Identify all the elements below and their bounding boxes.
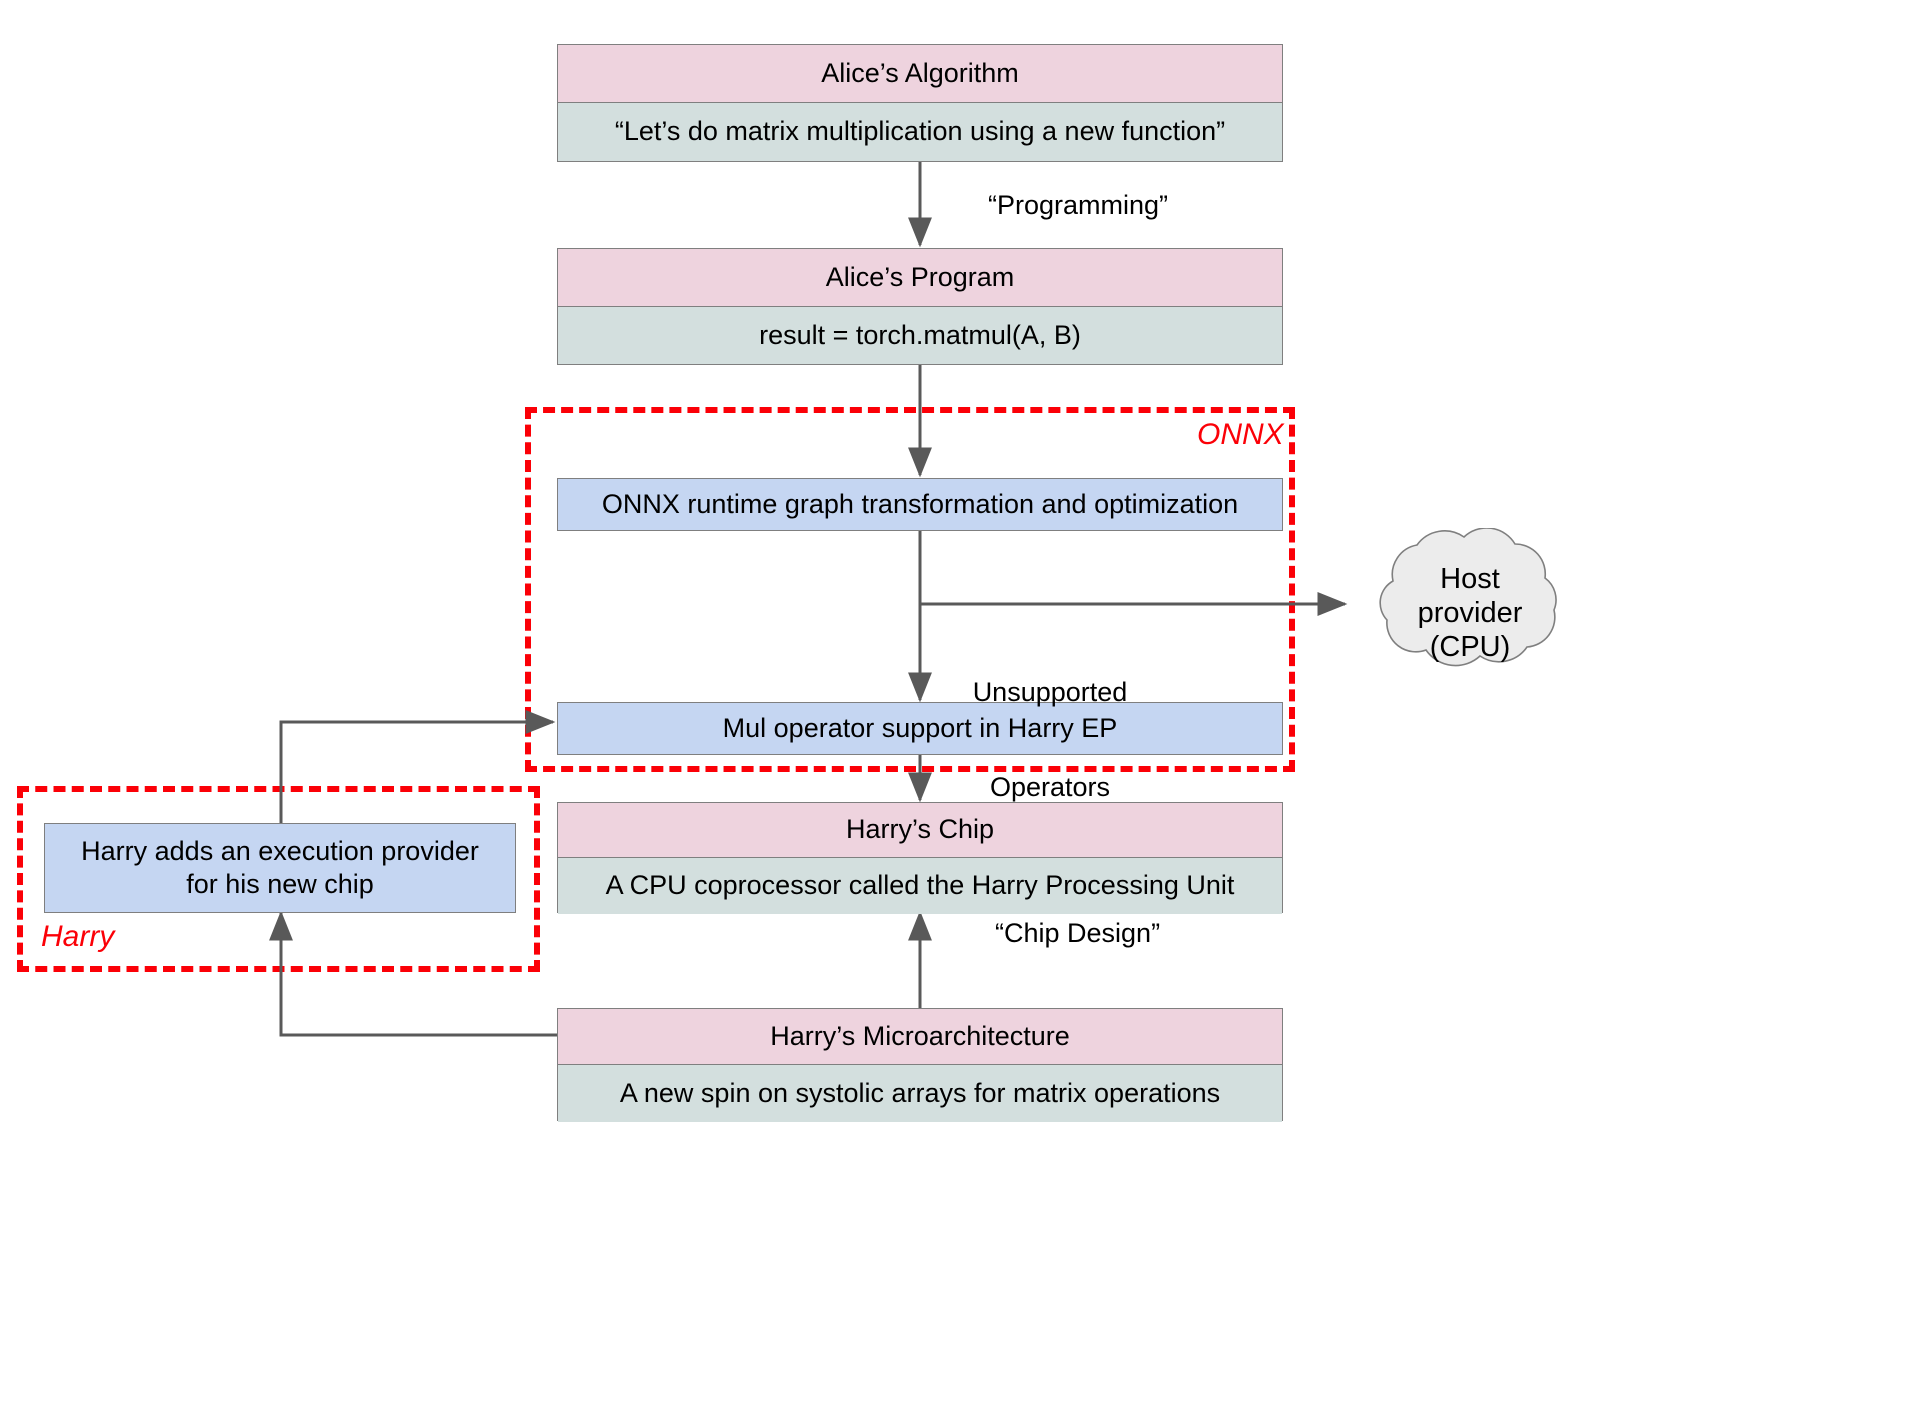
edge-label-chip-design: “Chip Design” — [995, 918, 1161, 948]
node-harrys-microarchitecture[interactable]: Harry’s Microarchitecture A new spin on … — [557, 1008, 1283, 1122]
node-alices-algorithm-body: “Let’s do matrix multiplication using a … — [558, 103, 1282, 161]
node-harry-ep-line-2: for his new chip — [186, 869, 374, 899]
edge-label-unsupported-operators: Unsupported Operators — [940, 613, 1160, 868]
node-harrys-chip-body: A CPU coprocessor called the Harry Proce… — [558, 858, 1282, 914]
group-label-harry: Harry — [41, 920, 115, 953]
node-alices-algorithm-header: Alice’s Algorithm — [558, 45, 1282, 103]
edge-label-unsupported-operators-line-1: Unsupported — [972, 676, 1128, 707]
group-frame-onnx — [525, 407, 1295, 772]
node-harrys-microarchitecture-header: Harry’s Microarchitecture — [558, 1009, 1282, 1065]
node-harrys-chip[interactable]: Harry’s Chip A CPU coprocessor called th… — [557, 802, 1283, 914]
node-mul-operator-support[interactable]: Mul operator support in Harry EP — [557, 702, 1283, 755]
cloud-line-1: Host — [1440, 563, 1500, 595]
node-alices-program-header: Alice’s Program — [558, 249, 1282, 307]
cloud-line-3: (CPU) — [1429, 631, 1511, 664]
node-alices-algorithm[interactable]: Alice’s Algorithm “Let’s do matrix multi… — [557, 44, 1283, 162]
group-label-onnx: ONNX — [1197, 418, 1284, 451]
node-alices-program-body: result = torch.matmul(A, B) — [558, 307, 1282, 364]
node-harrys-chip-header: Harry’s Chip — [558, 803, 1282, 858]
node-harrys-microarchitecture-body: A new spin on systolic arrays for matrix… — [558, 1065, 1282, 1122]
edge-label-programming: “Programming” — [988, 190, 1169, 220]
edge-label-unsupported-operators-line-2: Operators — [989, 772, 1111, 803]
node-harry-adds-execution-provider[interactable]: Harry adds an execution provider for his… — [44, 823, 516, 913]
cloud-shape-icon — [1379, 527, 1557, 667]
group-frame-harry — [17, 786, 540, 972]
node-alices-program[interactable]: Alice’s Program result = torch.matmul(A,… — [557, 248, 1283, 365]
cloud-line-2: provider — [1417, 597, 1523, 630]
node-harry-ep-line-1: Harry adds an execution provider — [81, 836, 479, 867]
node-onnx-runtime-graph-transformation[interactable]: ONNX runtime graph transformation and op… — [557, 478, 1283, 531]
